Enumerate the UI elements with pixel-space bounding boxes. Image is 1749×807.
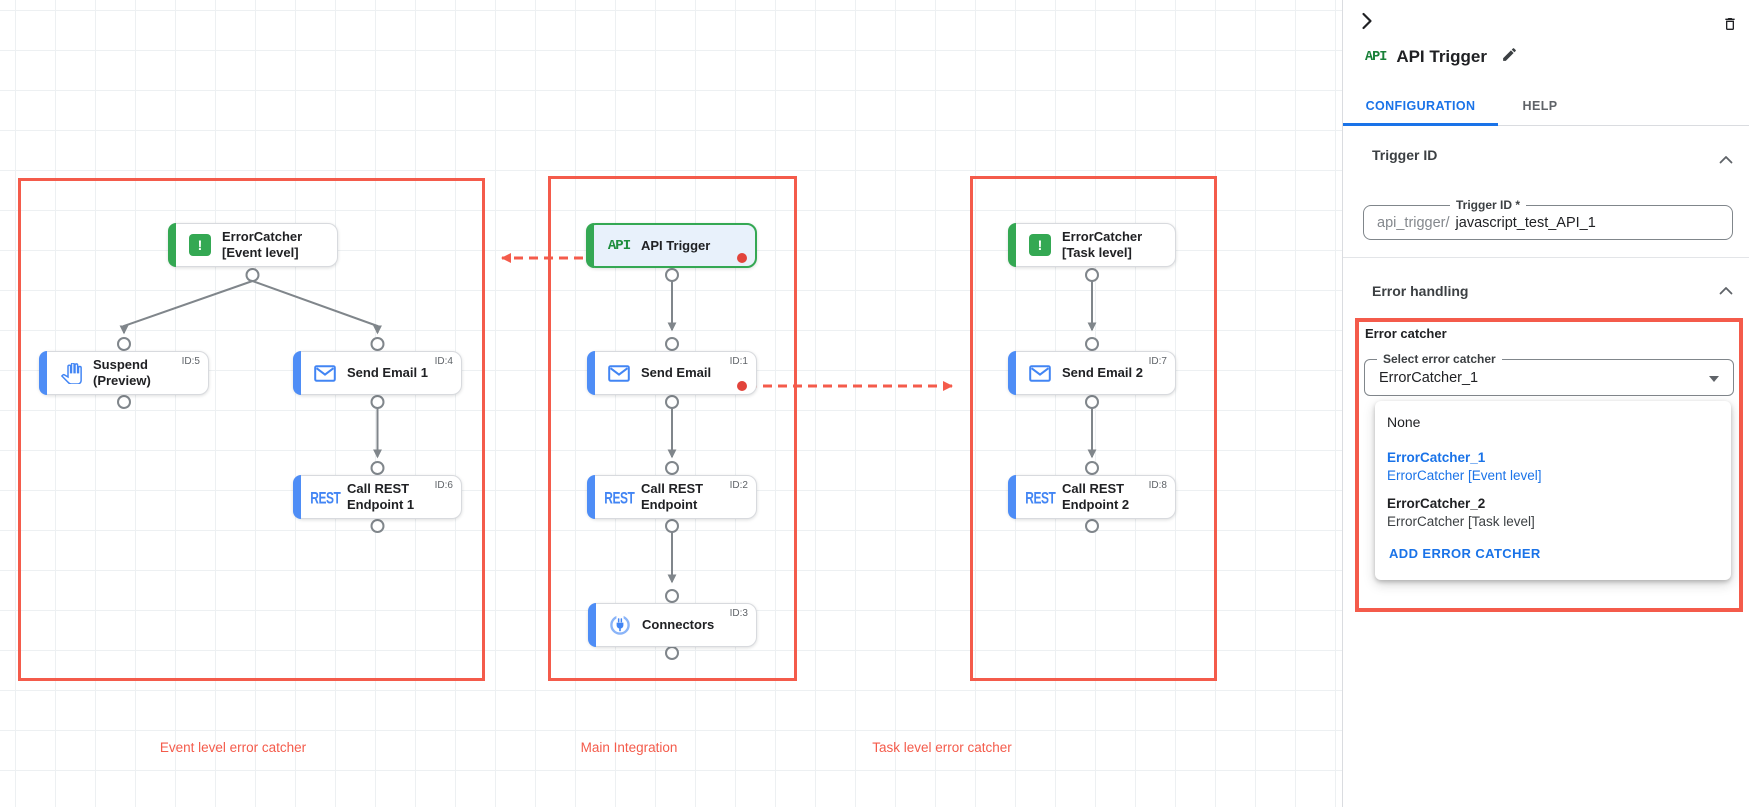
error-dot-api-trigger: [737, 253, 747, 263]
panel-tabs: CONFIGURATION HELP: [1343, 86, 1749, 126]
menu-option-errorcatcher-2[interactable]: ErrorCatcher_2 ErrorCatcher [Task level]: [1387, 496, 1719, 529]
node-label: API Trigger: [641, 237, 711, 253]
node-accent-bar: [293, 475, 301, 519]
error-catcher-group-label: Error catcher: [1365, 326, 1447, 341]
option-detail: ErrorCatcher [Event level]: [1387, 468, 1542, 483]
node-accent-bar: [587, 475, 595, 519]
select-error-catcher-label: Select error catcher: [1377, 352, 1502, 366]
menu-option-none[interactable]: None: [1387, 414, 1421, 430]
node-id-badge: ID:8: [1148, 480, 1167, 491]
event-level-group-label: Event level error catcher: [159, 740, 307, 755]
node-id-badge: ID:2: [729, 480, 748, 491]
section-divider: [1343, 257, 1749, 258]
collapse-error-handling-icon[interactable]: [1719, 282, 1733, 300]
select-error-catcher-dropdown[interactable]: Select error catcher ErrorCatcher_1: [1364, 352, 1734, 396]
node-id-badge: ID:7: [1148, 356, 1167, 367]
node-label: Suspend (Preview): [93, 357, 151, 388]
node-api-trigger[interactable]: API API Trigger: [586, 223, 757, 268]
rest-icon: REST: [603, 487, 635, 507]
collapse-trigger-id-icon[interactable]: [1719, 151, 1733, 169]
error-catcher-icon: !: [186, 234, 214, 256]
option-name: ErrorCatcher_2: [1387, 496, 1486, 511]
panel-title: API Trigger: [1396, 47, 1487, 66]
node-label: Call REST Endpoint: [641, 481, 704, 512]
error-catcher-icon: !: [1026, 234, 1054, 256]
node-label: ErrorCatcher [Task level]: [1062, 229, 1143, 260]
option-detail: ErrorCatcher [Task level]: [1387, 514, 1535, 529]
node-send-email[interactable]: Send Email ID:1: [587, 351, 757, 395]
tab-help-label: HELP: [1522, 99, 1558, 113]
node-accent-bar: [293, 351, 301, 395]
node-id-badge: ID:6: [434, 480, 453, 491]
error-handling-section-heading: Error handling: [1372, 283, 1469, 299]
active-tab-indicator: [1343, 123, 1498, 126]
event-level-group-box: [18, 178, 485, 681]
trigger-id-prefix: api_trigger/: [1377, 214, 1450, 231]
rest-icon: REST: [309, 487, 341, 507]
node-accent-bar: [586, 223, 594, 268]
node-id-badge: ID:3: [729, 608, 748, 619]
connectors-icon: [606, 613, 634, 637]
trigger-id-field-label: Trigger ID *: [1450, 198, 1527, 212]
hand-icon: [57, 362, 85, 384]
node-id-badge: ID:4: [434, 356, 453, 367]
node-label: Connectors: [642, 617, 715, 633]
select-error-catcher-value: ErrorCatcher_1: [1379, 369, 1479, 386]
node-id-badge: ID:1: [729, 356, 748, 367]
tab-configuration-label: CONFIGURATION: [1365, 99, 1476, 113]
node-call-rest[interactable]: REST Call REST Endpoint ID:2: [587, 475, 757, 519]
node-suspend[interactable]: Suspend (Preview) ID:5: [39, 351, 209, 395]
main-integration-group-box: [548, 176, 797, 681]
node-accent-bar: [168, 223, 176, 267]
tab-help[interactable]: HELP: [1498, 86, 1582, 126]
node-send-email-1[interactable]: Send Email 1 ID:4: [293, 351, 462, 395]
add-error-catcher-button[interactable]: ADD ERROR CATCHER: [1389, 546, 1541, 561]
api-trigger-icon: API: [607, 237, 631, 254]
error-catcher-menu: None ErrorCatcher_1 ErrorCatcher [Event …: [1375, 401, 1731, 580]
node-id-badge: ID:5: [181, 356, 200, 367]
collapse-panel-icon[interactable]: [1361, 12, 1373, 33]
edit-title-icon[interactable]: [1501, 46, 1518, 68]
mail-icon: [605, 364, 633, 382]
node-accent-bar: [1008, 475, 1016, 519]
node-call-rest-2[interactable]: REST Call REST Endpoint 2 ID:8: [1008, 475, 1176, 519]
node-label: Send Email: [641, 365, 712, 381]
node-call-rest-1[interactable]: REST Call REST Endpoint 1 ID:6: [293, 475, 462, 519]
rest-icon: REST: [1024, 487, 1056, 507]
node-accent-bar: [1008, 223, 1016, 267]
main-integration-group-label: Main Integration: [580, 740, 678, 755]
node-send-email-2[interactable]: Send Email 2 ID:7: [1008, 351, 1176, 395]
task-level-group-box: [970, 176, 1217, 681]
node-accent-bar: [39, 351, 47, 395]
integration-canvas[interactable]: ! ErrorCatcher [Event level] Suspend (Pr…: [0, 0, 1342, 807]
node-label: Call REST Endpoint 2: [1062, 481, 1130, 512]
node-connectors[interactable]: Connectors ID:3: [588, 603, 757, 647]
node-accent-bar: [1008, 351, 1016, 395]
node-accent-bar: [587, 351, 595, 395]
api-badge: API: [1365, 49, 1387, 65]
node-error-catcher-event[interactable]: ! ErrorCatcher [Event level]: [168, 223, 338, 267]
node-label: Call REST Endpoint 1: [347, 481, 415, 512]
mail-icon: [311, 364, 339, 382]
option-name: ErrorCatcher_1: [1387, 450, 1486, 465]
dropdown-caret-icon: [1709, 376, 1719, 382]
error-dot-send-email: [737, 381, 747, 391]
node-label: Send Email 1: [347, 365, 428, 381]
node-accent-bar: [588, 603, 596, 647]
trigger-id-input[interactable]: Trigger ID * api_trigger/ javascript_tes…: [1363, 198, 1733, 240]
task-level-group-label: Task level error catcher: [872, 740, 1012, 755]
menu-option-errorcatcher-1[interactable]: ErrorCatcher_1 ErrorCatcher [Event level…: [1387, 450, 1719, 483]
trigger-id-value: javascript_test_API_1: [1455, 214, 1596, 231]
tab-configuration[interactable]: CONFIGURATION: [1343, 86, 1498, 126]
node-error-catcher-task[interactable]: ! ErrorCatcher [Task level]: [1008, 223, 1176, 267]
trigger-id-section-heading: Trigger ID: [1372, 147, 1438, 163]
node-label: Send Email 2: [1062, 365, 1143, 381]
mail-icon: [1026, 364, 1054, 382]
node-label: ErrorCatcher [Event level]: [222, 229, 303, 260]
delete-trigger-icon[interactable]: [1722, 15, 1738, 36]
error-catcher-highlight-box: [1355, 318, 1743, 612]
config-panel: API API Trigger CONFIGURATION HELP Trigg…: [1342, 0, 1749, 807]
